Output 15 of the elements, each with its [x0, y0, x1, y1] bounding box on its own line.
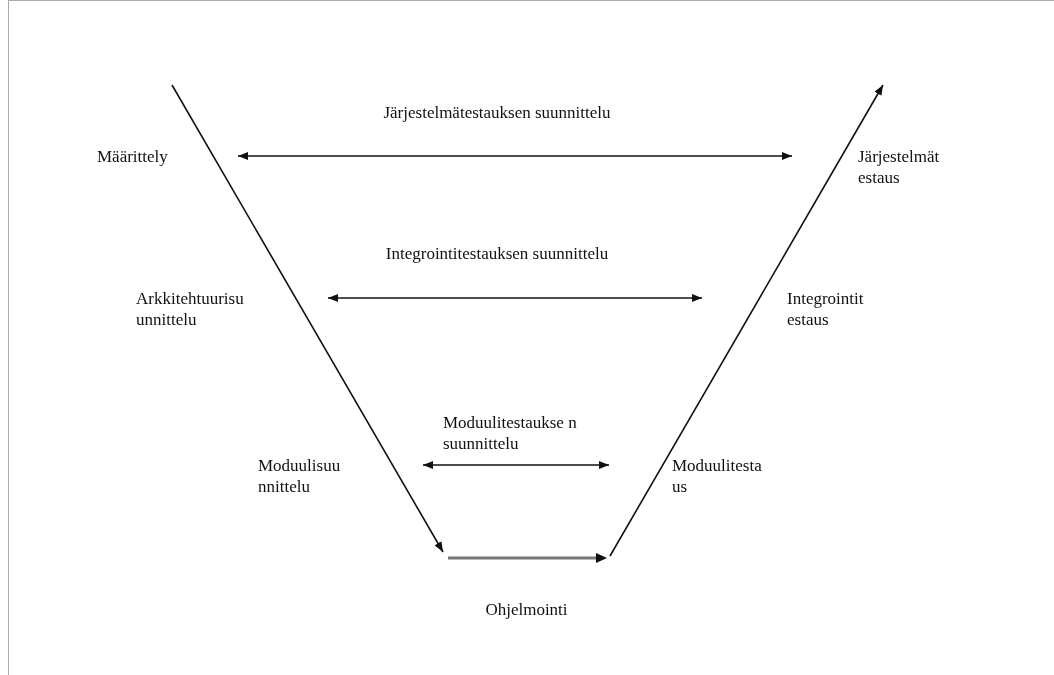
stage-label: Määrittely: [97, 146, 168, 167]
edge-label: Integrointitestauksen suunnittelu: [384, 243, 610, 264]
stage-label: Arkkitehtuurisu unnittelu: [136, 288, 244, 330]
double-arrow: [422, 461, 610, 469]
edge-label: Järjestelmätestauksen suunnittelu: [382, 102, 612, 123]
stage-label: Ohjelmointi: [485, 599, 568, 620]
arrow: [171, 84, 444, 553]
stage-label: Moduulisuu nnittelu: [258, 455, 341, 497]
stage-label: Integrointit estaus: [787, 288, 864, 330]
edge-label: Moduulitestaukse n suunnittelu: [443, 412, 577, 454]
stage-label: Moduulitesta us: [672, 455, 762, 497]
double-arrow: [237, 152, 793, 160]
stage-label: Järjestelmät estaus: [858, 146, 940, 188]
double-arrow: [327, 294, 703, 302]
arrow: [609, 84, 884, 557]
